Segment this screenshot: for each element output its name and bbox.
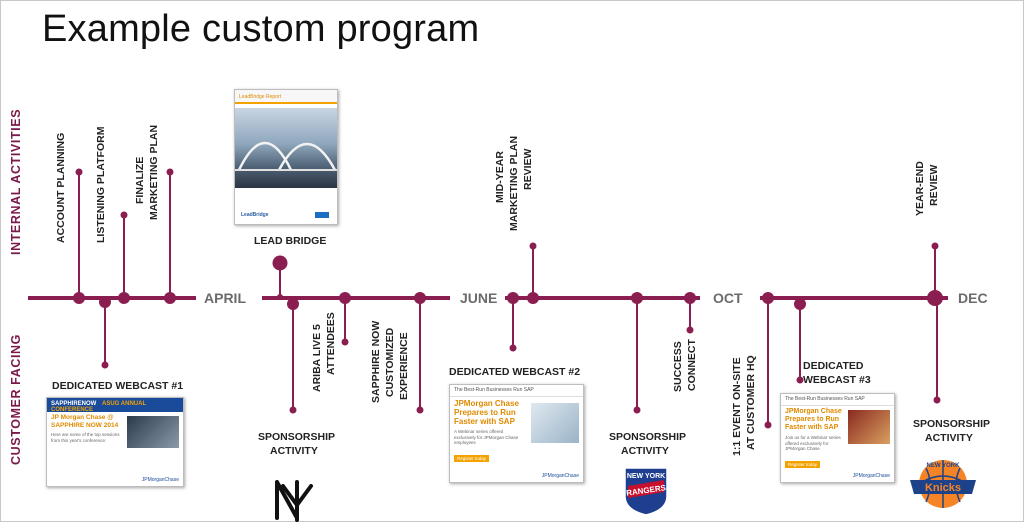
label-sponsorship-1a: SPONSORSHIP: [258, 431, 335, 443]
timeline-stems: [78, 172, 938, 425]
webcast-3-register: Register today: [785, 460, 821, 468]
label-ariba-2: ATTENDEES: [325, 312, 337, 375]
webcast-2-header: The Best-Run Businesses Run SAP: [450, 385, 583, 397]
webcast-2-register: Register today: [454, 454, 490, 462]
label-yearend: YEAR-END: [914, 161, 926, 216]
label-ariba-1: ARIBA LIVE 5: [311, 324, 323, 392]
leadbridge-logo: LeadBridge: [241, 212, 269, 218]
label-sapphire-2: CUSTOMIZED: [384, 327, 396, 397]
bridge-photo: [235, 108, 337, 188]
label-webcast-3a: DEDICATED: [803, 360, 864, 372]
knicks-logo: NEW YORK Knicks: [904, 458, 982, 516]
webcast-2-footer: JPMorganChase: [541, 473, 579, 479]
label-sapphire-1: SAPPHIRE NOW: [370, 321, 382, 403]
month-oct: OCT: [713, 290, 743, 306]
label-yearend-review: REVIEW: [928, 164, 940, 206]
label-event-1: 1:1 EVENT ON-SITE: [731, 357, 743, 456]
label-midyear-review: REVIEW: [522, 148, 534, 190]
webcast-1-headline: JP Morgan Chase @ SAPPHIRE NOW 2014: [51, 414, 119, 429]
lead-bridge-title: LeadBridge Report: [235, 90, 337, 104]
customer-facing-label: CUSTOMER FACING: [9, 334, 23, 465]
webcast-3-footer: JPMorganChase: [852, 473, 890, 479]
sap-logo: [315, 212, 329, 218]
label-sponsorship-2a: SPONSORSHIP: [609, 431, 686, 443]
webcast-3-headline: JPMorgan Chase Prepares to Run Faster wi…: [785, 408, 842, 431]
label-webcast-3b: WEBCAST #3: [803, 374, 871, 386]
label-midyear-plan: MARKETING PLAN: [508, 136, 520, 231]
label-connect: CONNECT: [686, 338, 698, 391]
label-event-2: AT CUSTOMER HQ: [745, 355, 757, 450]
internal-activities-label: INTERNAL ACTIVITIES: [9, 109, 23, 255]
webcast-1-thumbnail: SAPPHIRENOW ASUG ANNUAL CONFERENCE JP Mo…: [46, 397, 184, 487]
timeline-dots: [73, 168, 943, 429]
rangers-top-text: NEW YORK: [627, 473, 665, 480]
label-sponsorship-3b: ACTIVITY: [925, 432, 973, 444]
knicks-top-text: NEW YORK: [927, 463, 961, 469]
webcast-3-thumbnail: The Best-Run Businesses Run SAP JPMorgan…: [780, 393, 895, 483]
label-sponsorship-3a: SPONSORSHIP: [913, 418, 990, 430]
webcast-1-banner-b: ASUG ANNUAL CONFERENCE: [51, 401, 147, 413]
label-sapphire-3: EXPERIENCE: [398, 332, 410, 400]
label-webcast-1: DEDICATED WEBCAST #1: [52, 380, 183, 392]
month-april: APRIL: [204, 290, 246, 306]
slide-title: Example custom program: [42, 8, 480, 50]
webcast-1-banner-a: SAPPHIRENOW: [51, 401, 97, 407]
month-dec: DEC: [958, 290, 988, 306]
label-sponsorship-2b: ACTIVITY: [621, 445, 669, 457]
yankees-logo: [275, 480, 313, 522]
webcast-1-footer: JPMorganChase: [141, 477, 179, 483]
label-account-planning: ACCOUNT PLANNING: [55, 133, 67, 243]
label-webcast-2: DEDICATED WEBCAST #2: [449, 366, 580, 378]
month-june: JUNE: [460, 290, 497, 306]
webcast-2-headline: JPMorgan Chase Prepares to Run Faster wi…: [454, 399, 519, 426]
knicks-main-text: Knicks: [925, 482, 961, 494]
label-marketing-plan: MARKETING PLAN: [148, 125, 160, 220]
webcast-3-header: The Best-Run Businesses Run SAP: [781, 394, 894, 406]
label-success: SUCCESS: [672, 341, 684, 392]
label-sponsorship-1b: ACTIVITY: [270, 445, 318, 457]
rangers-logo: NEW YORK RANGERS: [622, 466, 670, 516]
label-midyear: MID-YEAR: [494, 151, 506, 203]
webcast-2-thumbnail: The Best-Run Businesses Run SAP JPMorgan…: [449, 384, 584, 483]
label-finalize: FINALIZE: [134, 157, 146, 204]
label-lead-bridge: LEAD BRIDGE: [254, 235, 326, 247]
label-listening-platform: LISTENING PLATFORM: [95, 126, 107, 243]
lead-bridge-thumbnail: LeadBridge Report LeadBridge: [234, 89, 338, 225]
